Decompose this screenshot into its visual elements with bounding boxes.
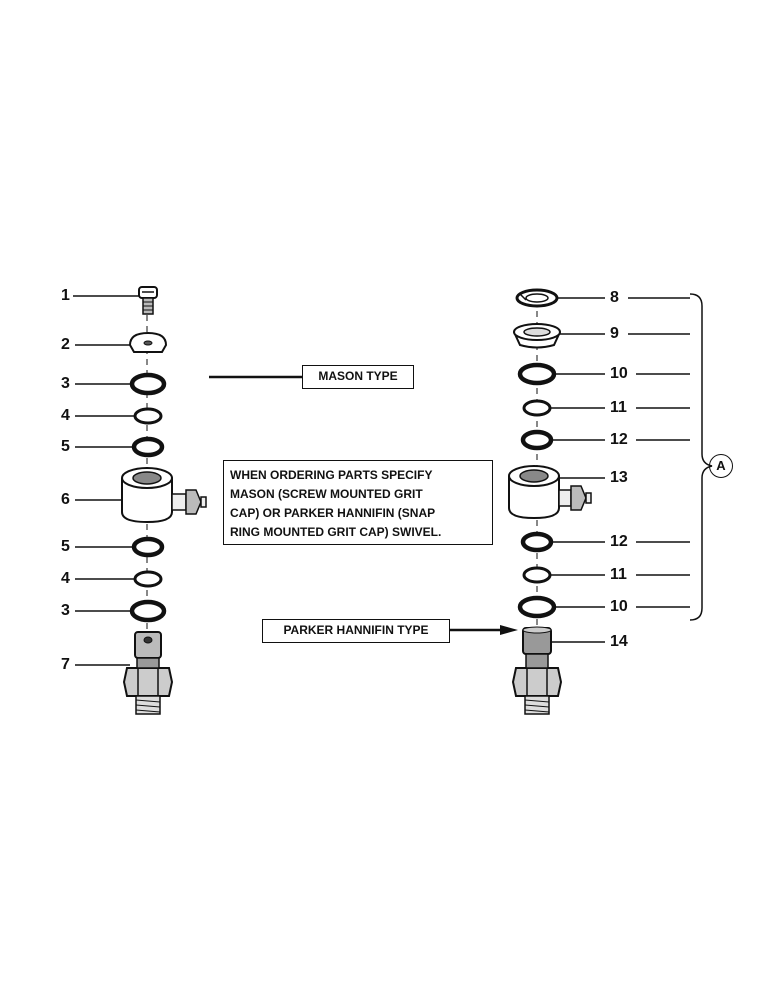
part-number-14: 14 bbox=[610, 633, 628, 650]
o-ring-part-5-lower bbox=[131, 536, 165, 558]
o-ring-part-3-lower bbox=[129, 599, 167, 623]
assembly-bracket bbox=[689, 293, 713, 621]
o-ring-part-10-upper bbox=[517, 362, 557, 386]
part-number-4-upper: 4 bbox=[61, 407, 70, 424]
o-ring-part-10-lower bbox=[517, 595, 557, 619]
ordering-note-line-2: MASON (SCREW MOUNTED GRIT bbox=[230, 487, 423, 501]
part-number-4-lower: 4 bbox=[61, 570, 70, 587]
screw-part-1 bbox=[138, 286, 158, 315]
washer-part-4-upper bbox=[133, 407, 163, 425]
part-number-5-lower: 5 bbox=[61, 538, 70, 555]
part-number-8: 8 bbox=[610, 289, 619, 306]
ordering-note-line-4: RING MOUNTED GRIT CAP) SWIVEL. bbox=[230, 525, 442, 539]
washer-part-4-lower bbox=[133, 570, 163, 588]
ordering-note: WHEN ORDERING PARTS SPECIFY MASON (SCREW… bbox=[223, 460, 493, 545]
o-ring-part-5-upper bbox=[131, 436, 165, 458]
swivel-body-part-6 bbox=[121, 467, 207, 524]
part-number-12-upper: 12 bbox=[610, 431, 628, 448]
part-number-1: 1 bbox=[61, 287, 70, 304]
part-number-7: 7 bbox=[61, 656, 70, 673]
o-ring-part-12-lower bbox=[520, 531, 554, 553]
part-number-3-upper: 3 bbox=[61, 375, 70, 392]
grit-cap-part-9 bbox=[513, 323, 561, 349]
part-number-12-lower: 12 bbox=[610, 533, 628, 550]
assembly-callout-a: A bbox=[709, 454, 733, 478]
ordering-note-line-3: CAP) OR PARKER HANNIFIN (SNAP bbox=[230, 506, 436, 520]
fitting-part-14 bbox=[511, 626, 563, 715]
part-number-5-upper: 5 bbox=[61, 438, 70, 455]
part-number-2: 2 bbox=[61, 336, 70, 353]
o-ring-part-3-upper bbox=[129, 372, 167, 396]
right-leader-lines bbox=[550, 297, 690, 643]
fitting-part-7 bbox=[122, 631, 174, 715]
parker-type-leader bbox=[450, 625, 518, 635]
part-number-13: 13 bbox=[610, 469, 628, 486]
swivel-body-part-13 bbox=[508, 465, 592, 520]
ordering-note-line-1: WHEN ORDERING PARTS SPECIFY bbox=[230, 468, 433, 482]
washer-part-11-lower bbox=[522, 566, 552, 584]
part-number-9: 9 bbox=[610, 325, 619, 342]
part-number-11-lower: 11 bbox=[610, 566, 627, 583]
part-number-10-upper: 10 bbox=[610, 365, 628, 382]
o-ring-part-12-upper bbox=[520, 429, 554, 451]
parker-hannifin-type-label: PARKER HANNIFIN TYPE bbox=[262, 619, 450, 643]
part-number-10-lower: 10 bbox=[610, 598, 628, 615]
left-leader-lines bbox=[73, 295, 139, 666]
part-number-6: 6 bbox=[61, 491, 70, 508]
washer-part-11-upper bbox=[522, 399, 552, 417]
part-number-3-lower: 3 bbox=[61, 602, 70, 619]
mason-type-label: MASON TYPE bbox=[302, 365, 414, 389]
grit-cap-part-2 bbox=[128, 331, 168, 353]
snap-ring-part-8 bbox=[515, 288, 559, 308]
part-number-11-upper: 11 bbox=[610, 399, 627, 416]
